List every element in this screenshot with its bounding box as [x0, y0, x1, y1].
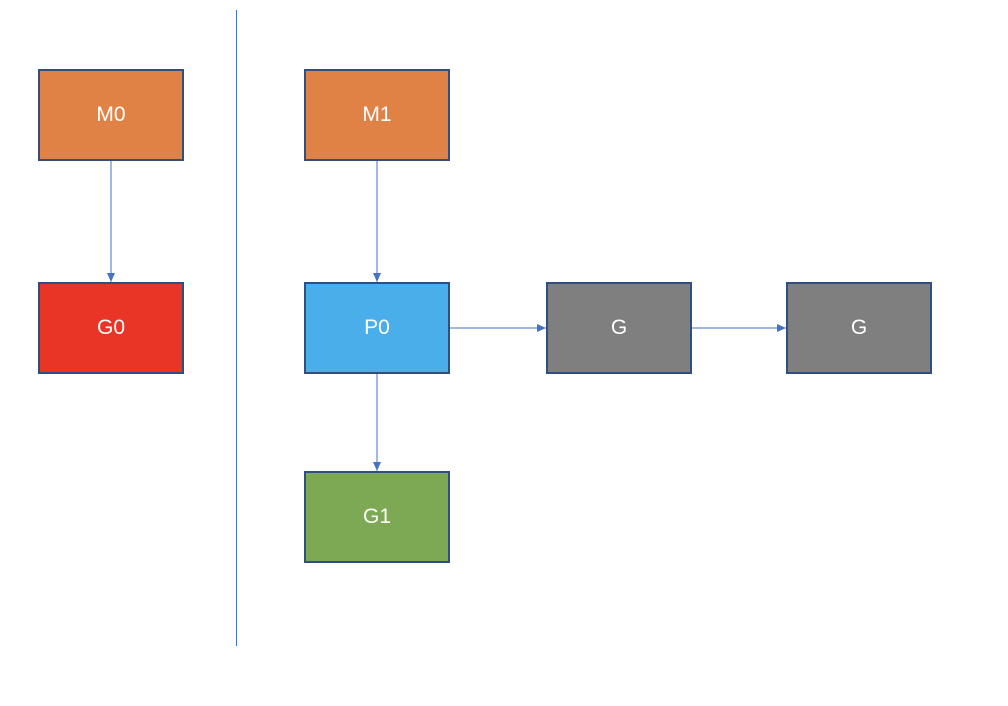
- node-g-queue-2: G: [786, 282, 932, 374]
- node-g-queue-1-label: G: [610, 316, 628, 339]
- node-g-queue-1: G: [546, 282, 692, 374]
- node-p0-label: P0: [364, 316, 390, 339]
- node-g0-label: G0: [96, 316, 125, 339]
- node-m1-label: M1: [362, 103, 392, 126]
- node-p0: P0: [304, 282, 450, 374]
- node-m0-label: M0: [96, 103, 126, 126]
- node-g1: G1: [304, 471, 450, 563]
- node-g1-label: G1: [362, 505, 391, 528]
- node-g-queue-2-label: G: [850, 316, 868, 339]
- node-m1: M1: [304, 69, 450, 161]
- node-g0: G0: [38, 282, 184, 374]
- node-m0: M0: [38, 69, 184, 161]
